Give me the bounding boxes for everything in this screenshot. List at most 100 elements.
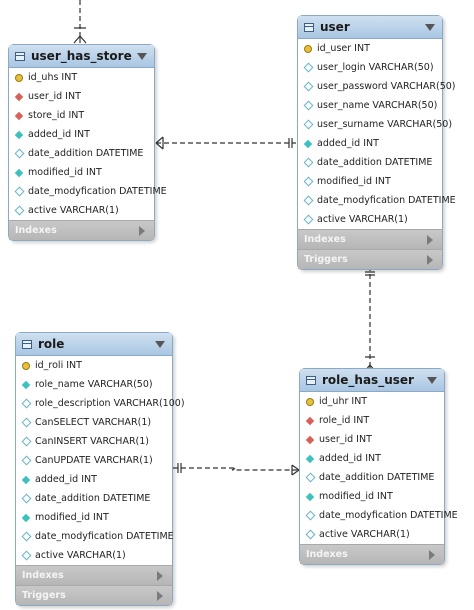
column-row[interactable]: modified_id INT [16,508,172,527]
column-row[interactable]: active VARCHAR(1) [9,201,154,220]
column-row[interactable]: CanINSERT VARCHAR(1) [16,432,172,451]
column-icon [21,437,31,447]
section-indexes[interactable]: Indexes [9,220,154,240]
collapse-arrow-icon[interactable] [155,340,165,348]
collapse-arrow-icon[interactable] [427,376,437,384]
section-indexes[interactable]: Indexes [298,229,442,249]
column-row[interactable]: user_login VARCHAR(50) [298,58,442,77]
column-row[interactable]: role_description VARCHAR(100) [16,394,185,413]
column-label: role_id INT [319,415,370,426]
column-row[interactable]: user_name VARCHAR(50) [298,96,442,115]
column-label: user_login VARCHAR(50) [317,62,434,73]
column-row[interactable]: active VARCHAR(1) [300,525,444,544]
column-label: id_uhs INT [28,72,78,83]
column-label: modified_id INT [317,176,391,187]
column-icon [305,530,315,540]
expand-arrow-icon[interactable] [429,549,435,560]
column-row[interactable]: date_modyfication DATETIME [300,506,458,525]
section-indexes[interactable]: Indexes [300,544,444,564]
collapse-arrow-icon[interactable] [137,52,147,60]
column-row[interactable]: modified_id INT [298,172,442,191]
primary-key-icon [14,73,24,83]
expand-arrow-icon[interactable] [157,570,163,581]
column-icon [303,63,313,73]
one-marker [177,463,182,473]
column-row[interactable]: date_modyfication DATETIME [298,191,456,210]
column-label: CanSELECT VARCHAR(1) [35,417,152,428]
column-row[interactable]: user_id INT [9,87,154,106]
table-icon [22,339,32,349]
section-triggers[interactable]: Triggers [16,585,172,605]
column-icon [305,473,315,483]
column-icon [21,399,31,409]
expand-arrow-icon[interactable] [427,234,433,245]
column-row[interactable]: role_id INT [300,411,444,430]
table-header[interactable]: role [16,333,172,356]
column-row[interactable]: modified_id INT [9,163,154,182]
table-icon [306,375,316,385]
column-label: date_addition DATETIME [35,493,151,504]
table-name: user [320,20,350,34]
section-indexes[interactable]: Indexes [16,565,172,585]
column-label: date_addition DATETIME [319,472,435,483]
column-icon [303,82,313,92]
column-row[interactable]: store_id INT [9,106,154,125]
table-header[interactable]: user [298,16,442,39]
column-row[interactable]: user_password VARCHAR(50) [298,77,456,96]
column-row[interactable]: date_modyfication DATETIME [16,527,174,546]
column-row[interactable]: date_modyfication DATETIME [9,182,167,201]
column-row[interactable]: date_addition DATETIME [298,153,442,172]
expand-arrow-icon[interactable] [139,225,145,236]
column-row[interactable]: user_id INT [300,430,444,449]
column-label: id_user INT [317,43,370,54]
column-row[interactable]: role_name VARCHAR(50) [16,375,172,394]
column-row[interactable]: id_user INT [298,39,442,58]
column-row[interactable]: added_id INT [16,470,172,489]
foreign-key-icon [14,111,24,121]
column-row[interactable]: modified_id INT [300,487,444,506]
column-row[interactable]: date_addition DATETIME [9,144,154,163]
column-row[interactable]: added_id INT [9,125,154,144]
table-user[interactable]: user id_user INT user_login VARCHAR(50) use… [297,15,456,270]
table-header[interactable]: role_has_user [300,369,444,392]
column-row[interactable]: id_roli INT [16,356,172,375]
expand-arrow-icon[interactable] [427,254,433,265]
section-label: Triggers [22,590,66,601]
one-marker [365,271,375,276]
column-label: date_addition DATETIME [317,157,433,168]
column-row[interactable]: id_uhs INT [9,68,154,87]
table-user-has-store[interactable]: user_has_store id_uhs INT user_id INT store… [8,44,167,241]
column-label: user_id INT [28,91,81,102]
column-row[interactable]: active VARCHAR(1) [298,210,442,229]
column-row[interactable]: CanSELECT VARCHAR(1) [16,413,172,432]
section-triggers[interactable]: Triggers [298,249,442,269]
collapse-arrow-icon[interactable] [425,23,435,31]
column-label: added_id INT [317,138,379,149]
column-row[interactable]: user_surname VARCHAR(50) [298,115,452,134]
column-icon [303,215,313,225]
column-label: modified_id INT [35,512,109,523]
column-row[interactable]: id_uhr INT [300,392,444,411]
column-label: active VARCHAR(1) [317,214,408,225]
column-label: active VARCHAR(1) [35,550,126,561]
expand-arrow-icon[interactable] [157,590,163,601]
column-icon [14,187,24,197]
table-role[interactable]: role id_roli INT role_name VARCHAR(50) role… [15,332,185,606]
not-null-column-icon [305,454,315,464]
column-row[interactable]: date_addition DATETIME [300,468,444,487]
column-label: date_modyfication DATETIME [28,186,167,197]
table-header[interactable]: user_has_store [9,45,154,68]
column-label: role_description VARCHAR(100) [35,398,185,409]
column-row[interactable]: added_id INT [300,449,444,468]
column-row[interactable]: added_id INT [298,134,442,153]
column-label: id_roli INT [35,360,82,371]
column-row[interactable]: date_addition DATETIME [16,489,172,508]
column-row[interactable]: CanUPDATE VARCHAR(1) [16,451,172,470]
table-name: user_has_store [31,49,132,63]
column-label: date_modyfication DATETIME [319,510,458,521]
column-label: date_modyfication DATETIME [35,531,174,542]
column-row[interactable]: active VARCHAR(1) [16,546,172,565]
crows-foot-marker [155,136,164,150]
column-icon [21,418,31,428]
